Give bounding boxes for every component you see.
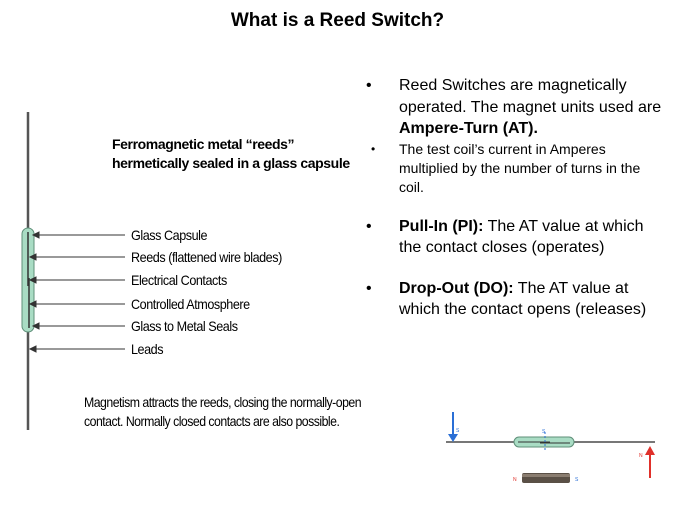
bullet-marker: • — [366, 217, 372, 235]
sub-bullet-text: The test coil’s current in Amperes multi… — [399, 140, 641, 195]
pole-n-magnet: N — [513, 477, 517, 483]
bullet-2-text: The AT value at which the contact closes… — [399, 217, 644, 257]
label-glass-capsule: Glass Capsule — [131, 227, 208, 243]
bullet-1-bold: Ampere-Turn (AT). — [399, 120, 538, 137]
bullet-1-text: Reed Switches are magnetically operated.… — [399, 77, 662, 116]
bullet-3-text: The AT value at which the contact opens … — [399, 279, 647, 319]
bullet-list: • Reed Switches are magnetically operate… — [366, 75, 666, 321]
page-title: What is a Reed Switch? — [230, 10, 445, 31]
pole-n-right: N — [639, 453, 643, 459]
magnet-figure — [446, 412, 655, 483]
bullet-reed-switches: • Reed Switches are magnetically operate… — [366, 75, 666, 140]
pole-s-top: S — [456, 428, 460, 434]
sub-bullet-marker: • — [371, 141, 376, 156]
label-reeds: Reeds (flattened wire blades) — [131, 249, 282, 265]
bullet-2-bold: Pull-In (PI): — [399, 217, 484, 235]
bullet-marker: • — [366, 77, 372, 94]
bullet-marker: • — [366, 279, 372, 297]
pole-s-mid: S — [542, 429, 546, 435]
sub-bullet-test-coil: • The test coil’s current in Amperes mul… — [366, 140, 666, 197]
label-arrows — [28, 231, 125, 353]
pole-s-magnet: S — [575, 477, 579, 483]
diagram-caption-top: Ferromagnetic metal “reeds” hermetically… — [112, 136, 350, 171]
bullet-pull-in: • Pull-In (PI): The AT value at which th… — [366, 216, 666, 259]
diagram-caption-bottom: Magnetism attracts the reeds, closing th… — [84, 394, 362, 429]
bullet-3-bold: Drop-Out (DO): — [399, 279, 514, 297]
label-electrical-contacts: Electrical Contacts — [131, 272, 227, 288]
bullet-drop-out: • Drop-Out (DO): The AT value at which t… — [366, 278, 666, 321]
label-leads: Leads — [131, 341, 164, 357]
label-glass-to-metal-seals: Glass to Metal Seals — [131, 318, 238, 334]
label-controlled-atmosphere: Controlled Atmosphere — [131, 296, 250, 312]
